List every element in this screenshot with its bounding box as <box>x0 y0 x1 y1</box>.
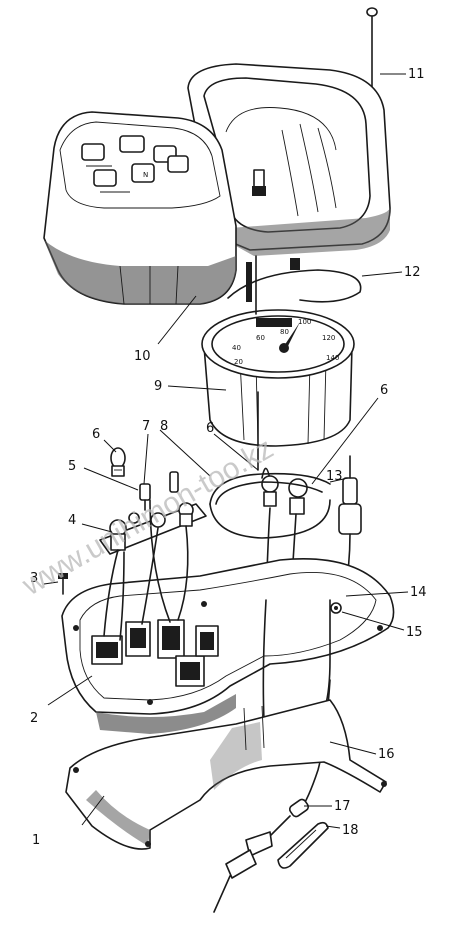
callout-8: 8 <box>160 419 168 434</box>
upper-housing: N <box>43 63 391 305</box>
gasket-ring <box>227 269 362 303</box>
dial-number-60: 60 <box>256 334 265 342</box>
lamp-socket <box>139 471 179 511</box>
dial-number-80: 80 <box>280 328 289 336</box>
panel-glyph-n: N <box>143 171 148 179</box>
callout-labels: 1 2 3 4 5 6 6 6 7 8 9 10 11 12 13 14 15 … <box>30 67 427 848</box>
callout-4: 4 <box>68 513 76 528</box>
cable-plug <box>213 798 310 913</box>
callout-11: 11 <box>408 67 425 82</box>
dial-number-40: 40 <box>232 344 241 352</box>
callout-5: 5 <box>68 459 76 474</box>
speedometer-gauge: 60 80 100 40 120 20 140 <box>201 255 355 471</box>
callout-13: 13 <box>326 469 343 484</box>
bulb-holder-assembly <box>261 455 362 611</box>
indicator-window-group: N <box>81 135 189 193</box>
callout-14: 14 <box>410 585 427 600</box>
terminal-block-group <box>91 619 219 687</box>
callout-12: 12 <box>404 265 421 280</box>
dial-number-120: 120 <box>322 334 335 342</box>
callout-6b: 6 <box>206 421 214 436</box>
lamp-bracket-plate <box>99 502 207 555</box>
callout-16: 16 <box>378 747 395 762</box>
lamp-bulb <box>110 447 126 477</box>
callout-18: 18 <box>342 823 359 838</box>
callout-9: 9 <box>154 379 162 394</box>
cable-clip <box>277 821 329 869</box>
callout-10: 10 <box>134 349 151 364</box>
mounting-screw <box>58 573 68 595</box>
dial-number-140: 140 <box>326 354 339 362</box>
lower-cover <box>65 699 387 850</box>
callout-1: 1 <box>32 833 40 848</box>
dial-number-100: 100 <box>298 318 311 326</box>
leader-lines <box>43 73 409 829</box>
callout-2: 2 <box>30 711 38 726</box>
callout-6a: 6 <box>92 427 100 442</box>
callout-3: 3 <box>30 571 38 586</box>
callout-17: 17 <box>334 799 351 814</box>
dial-number-20: 20 <box>234 358 243 366</box>
callout-15: 15 <box>406 625 423 640</box>
callout-6c: 6 <box>380 383 388 398</box>
callout-7: 7 <box>142 419 150 434</box>
base-tray <box>61 499 395 734</box>
gasket-o-ring <box>209 472 331 539</box>
